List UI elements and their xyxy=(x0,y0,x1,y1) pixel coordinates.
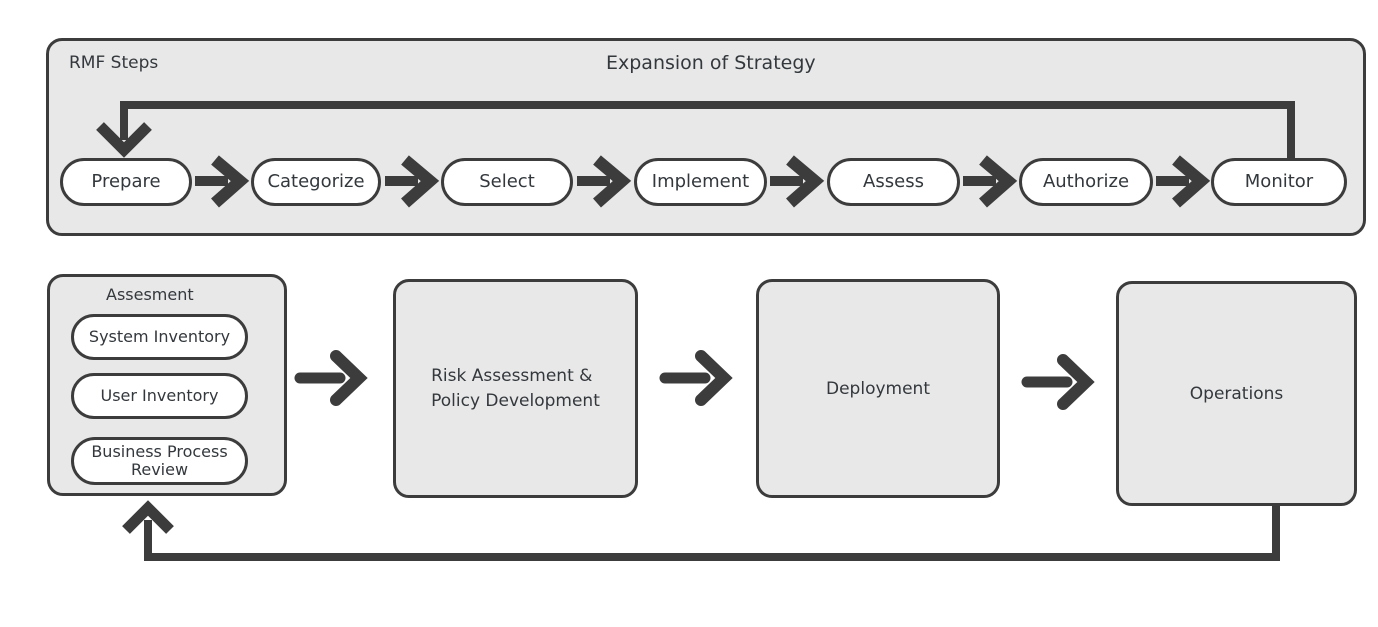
assessment-item-user-inventory[interactable]: User Inventory xyxy=(71,373,248,419)
process-feedback-arrowhead-icon xyxy=(122,500,174,534)
rmf-step-select[interactable]: Select xyxy=(441,158,573,206)
rmf-step-label: Monitor xyxy=(1244,170,1314,192)
assessment-item-system-inventory[interactable]: System Inventory xyxy=(71,314,248,360)
assessment-item-business-process-review[interactable]: Business Process Review xyxy=(71,437,248,485)
rmf-step-prepare[interactable]: Prepare xyxy=(60,158,192,206)
rmf-step-implement[interactable]: Implement xyxy=(634,158,767,206)
rmf-step-categorize[interactable]: Categorize xyxy=(251,158,381,206)
process-arrow-2-risk-to-deployment xyxy=(659,350,733,406)
rmf-step-label: Prepare xyxy=(91,170,161,192)
process-arrow-3-deployment-to-operations xyxy=(1021,354,1095,410)
assessment-item-label: User Inventory xyxy=(100,386,219,406)
rmf-step-label: Assess xyxy=(863,170,924,192)
process-box-deployment[interactable]: Deployment xyxy=(756,279,1000,498)
process-box-label: Deployment xyxy=(826,378,930,399)
rmf-step-authorize[interactable]: Authorize xyxy=(1019,158,1153,206)
rmf-step-label: Authorize xyxy=(1042,170,1130,192)
rmf-step-label: Implement xyxy=(651,170,750,192)
process-box-operations[interactable]: Operations xyxy=(1116,281,1357,506)
process-box-label: Risk Assessment & Policy Development xyxy=(431,365,600,411)
process-box-risk-assessment-policy-development[interactable]: Risk Assessment & Policy Development xyxy=(393,279,638,498)
rmf-step-monitor[interactable]: Monitor xyxy=(1211,158,1347,206)
process-box-label: Operations xyxy=(1189,383,1284,404)
process-feedback-loop-path xyxy=(144,506,1280,561)
assessment-item-label: System Inventory xyxy=(88,327,231,347)
process-arrow-1-assessment-to-risk xyxy=(294,350,368,406)
rmf-step-assess[interactable]: Assess xyxy=(827,158,960,206)
rmf-steps-group-title: RMF Steps xyxy=(69,53,159,73)
assessment-group-title: Assesment xyxy=(106,285,194,304)
expansion-of-strategy-title: Expansion of Strategy xyxy=(606,52,816,74)
rmf-step-label: Categorize xyxy=(267,170,365,192)
assessment-item-label: Business Process Review xyxy=(91,442,228,479)
rmf-step-label: Select xyxy=(479,170,535,192)
